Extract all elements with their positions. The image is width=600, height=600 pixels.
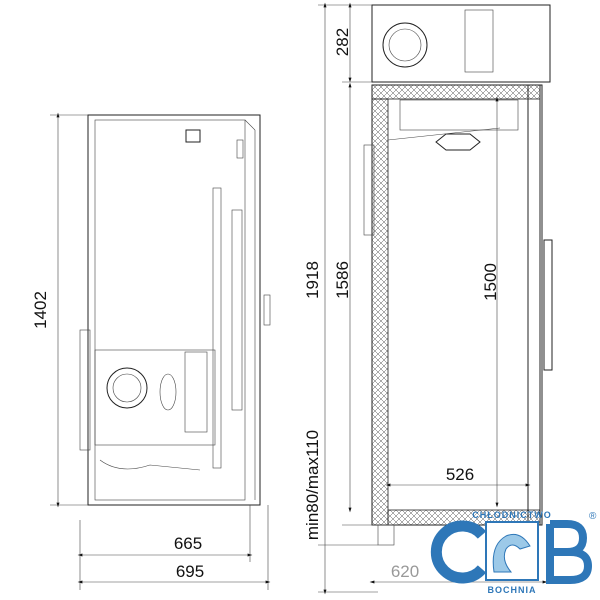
foot [377, 524, 395, 546]
dim-label-665: 665 [174, 534, 202, 553]
dolphin-icon [492, 533, 531, 573]
logo-letter-c [430, 520, 487, 584]
side-hinge [263, 294, 271, 326]
side-view: 1402 665 695 [31, 112, 271, 590]
section-view: 1918 282 1586 min80/max110 1500 526 620 [303, 2, 553, 595]
dim-label-1586: 1586 [333, 261, 352, 299]
evaporator [399, 99, 519, 131]
dim-label-282: 282 [333, 28, 352, 56]
registered-mark: ® [589, 511, 597, 522]
dim-label-1918: 1918 [303, 261, 322, 299]
side-outer-frame [87, 114, 261, 506]
door-handle [543, 239, 553, 371]
dim-label-1402: 1402 [31, 291, 50, 329]
dim-label-feet: min80/max110 [303, 430, 322, 540]
side-panel-plate [185, 129, 201, 143]
compressor-icon [106, 367, 148, 409]
top-insulation [371, 84, 541, 100]
dim-label-620: 620 [391, 562, 419, 581]
dim-label-695: 695 [176, 562, 204, 581]
logo-top-text: CHŁODNICTWO [472, 510, 552, 520]
dim-label-1500: 1500 [481, 263, 500, 301]
condenser-icon [464, 9, 494, 73]
thermostat-tube [363, 144, 375, 236]
dim-label-526: 526 [446, 465, 474, 484]
back-insulation [371, 98, 389, 526]
condenser-icon [184, 351, 208, 433]
logo-letter-b [546, 520, 593, 584]
cabinet-outer [371, 84, 541, 526]
top-unit [371, 4, 551, 83]
company-logo: CHŁODNICTWO BOCHNIA ® [430, 510, 597, 595]
compressor-icon [382, 22, 428, 68]
fan-icon [435, 133, 481, 151]
logo-bottom-text: BOCHNIA [488, 585, 537, 595]
